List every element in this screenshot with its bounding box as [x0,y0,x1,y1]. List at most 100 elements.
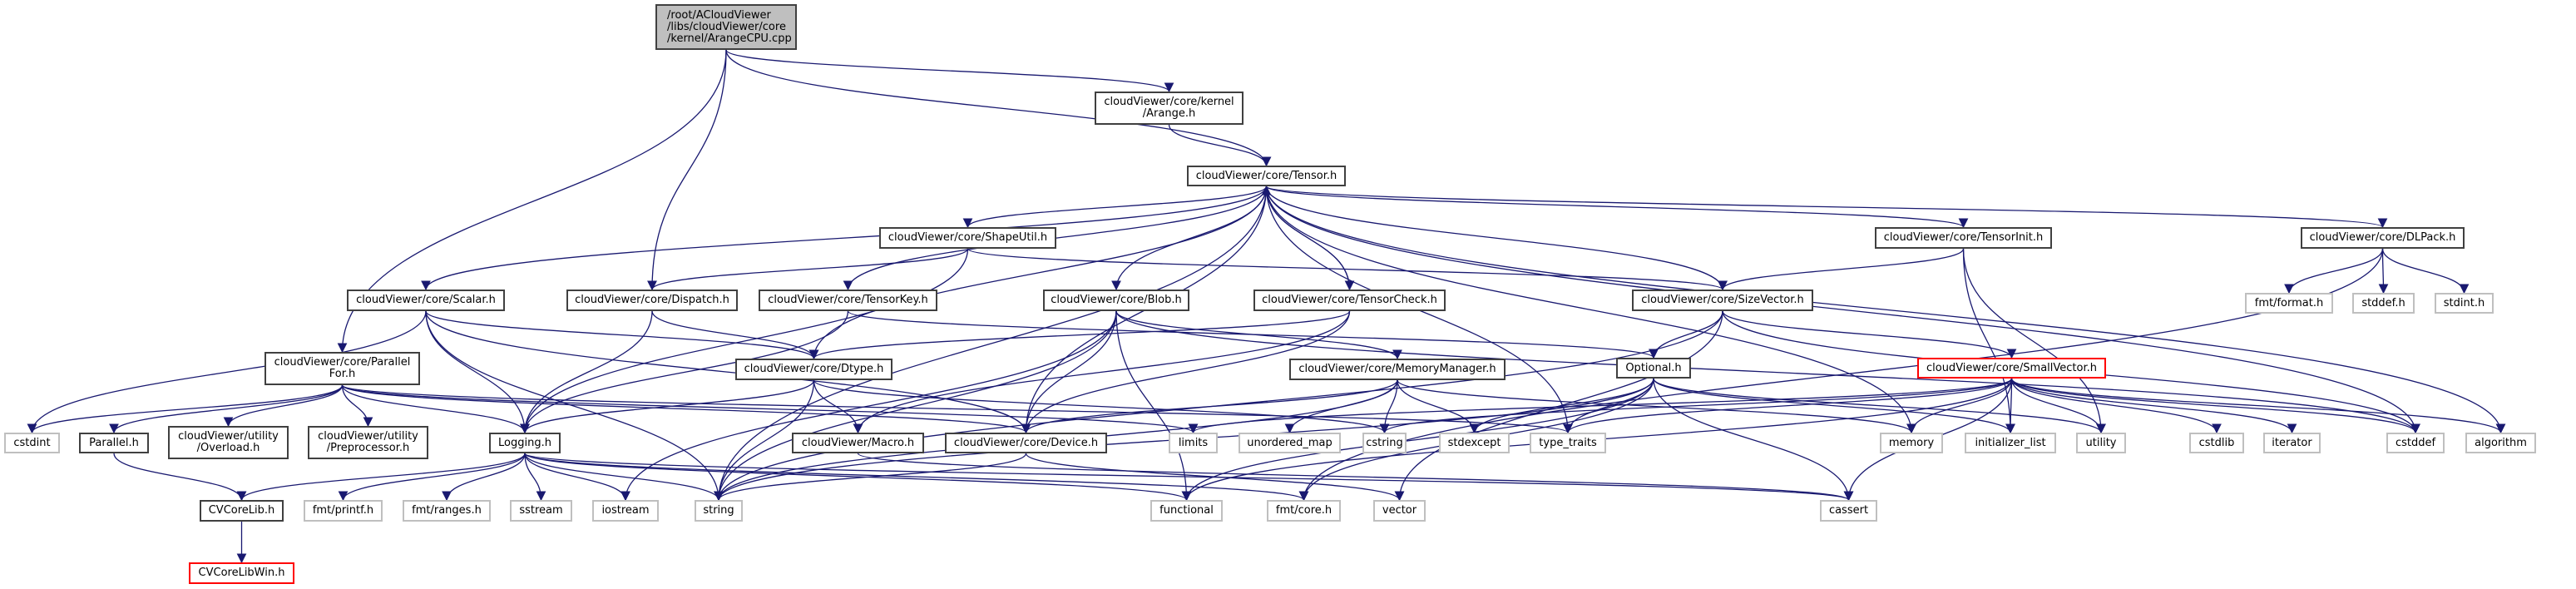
node-parallelfor-h[interactable]: cloudViewer/core/Parallel For.h [265,352,420,385]
node-dispatch-h[interactable]: cloudViewer/core/Dispatch.h [566,290,738,311]
node-initializer-list[interactable]: initializer_list [1965,433,2056,453]
node-fmt-printf-h[interactable]: fmt/printf.h [304,500,383,522]
node-utility[interactable]: utility [2076,433,2126,453]
edge-tensor_h-to-shapeutil_h [962,186,1268,229]
edge-dtype_h-to-logging_h [520,379,815,434]
node-memory[interactable]: memory [1880,433,1943,453]
edge-blob_h-to-string [714,310,1117,502]
edge-tensorcheck_h-to-tensor_h [1261,185,1351,290]
node-cstring[interactable]: cstring [1362,433,1407,453]
node-fmt-ranges-h[interactable]: fmt/ranges.h [403,500,491,522]
node-functional[interactable]: functional [1150,500,1223,522]
node-cvcorelib-h[interactable]: CVCoreLib.h [200,500,284,522]
edge-smallvector_h-to-initializer_list [2005,378,2015,434]
edge-smallvector_h-to-cstdlib [2010,378,2222,434]
node-vector[interactable]: vector [1373,500,1426,522]
edge-sizevector_h-to-smallvector_h [1722,310,2017,359]
node-logging-h[interactable]: Logging.h [489,433,561,453]
edge-scalar_h-to-string [425,310,724,502]
edge-tensor_h-to-string [714,186,1268,502]
edge-tensor_h-to-scalar_h [421,186,1268,291]
node-sizevector-h[interactable]: cloudViewer/core/SizeVector.h [1632,290,1813,311]
edge-parallelfor_h-to-device_h [341,384,1031,434]
edge-tensorkey_h-to-logging_h [520,310,849,434]
edge-dispatch_h-to-logging_h [520,310,653,434]
node-arangecpu[interactable]: /root/ACloudViewer /libs/cloudViewer/cor… [655,4,797,50]
edge-blob_h-to-functional [1115,310,1192,502]
edge-tensor_h-to-sizevector_h [1265,186,1728,291]
edge-logging_h-to-cvcorelib_h [236,453,526,502]
edge-blob_h-to-iostream [621,310,1117,502]
edge-smallvector_h-to-utility [2010,378,2106,434]
node-stdint-h[interactable]: stdint.h [2435,293,2494,314]
edge-smallvector_h-to-cstring [1379,378,2013,434]
node-fmt-core-h[interactable]: fmt/core.h [1267,500,1341,522]
edge-memorymanager_h-to-stdexcept [1397,379,1480,434]
node-scalar-h[interactable]: cloudViewer/core/Scalar.h [347,290,505,311]
edge-macro_h-to-cassert [857,453,1853,502]
node-shapeutil-h[interactable]: cloudViewer/core/ShapeUtil.h [879,227,1056,249]
edge-arange_h-to-tensor_h [1168,124,1272,167]
edge-optional_h-to-stdexcept [1469,378,1654,434]
node-device-h[interactable]: cloudViewer/core/Device.h [945,433,1107,453]
edge-parallelfor_h-to-parallel_h [109,384,344,434]
edge-device_h-to-vector [1025,453,1405,502]
node-smallvector-h[interactable]: cloudViewer/core/SmallVector.h [1917,358,2106,379]
edge-blob_h-to-device_h [1021,310,1117,434]
node-memorymanager-h[interactable]: cloudViewer/core/MemoryManager.h [1289,359,1506,380]
edge-dtype_h-to-cstring [813,379,1390,434]
edge-scalar_h-to-dtype_h [425,310,819,360]
edge-tensor_h-to-cstddef [1265,186,2420,434]
node-iterator[interactable]: iterator [2263,433,2321,453]
node-cassert[interactable]: cassert [1820,500,1877,522]
node-parallel-h[interactable]: Parallel.h [79,433,149,453]
edge-tensorinit_h-to-sizevector_h [1718,248,1965,291]
node-tensorkey-h[interactable]: cloudViewer/core/TensorKey.h [759,290,937,311]
edge-smallvector_h-to-limits [1188,378,2013,434]
node-tensorcheck-h[interactable]: cloudViewer/core/TensorCheck.h [1253,290,1446,311]
node-sstream[interactable]: sstream [510,500,572,522]
edge-tensor_h-to-memory [1265,186,1916,434]
edge-sizevector_h-to-optional_h [1649,310,1723,359]
node-unordered-map[interactable]: unordered_map [1239,433,1341,453]
edge-dtype_h-to-string [714,379,815,502]
edge-arangecpu-to-arange_h [725,49,1174,93]
edge-dlpack_h-to-stddef_h [2378,248,2389,294]
node-stdexcept[interactable]: stdexcept [1439,433,1510,453]
node-cvcorelibwin-h[interactable]: CVCoreLibWin.h [189,562,294,584]
edge-arangecpu-to-dispatch_h [647,49,727,291]
edge-smallvector_h-to-type_traits [1563,378,2013,434]
node-fmt-format-h[interactable]: fmt/format.h [2245,293,2333,314]
edge-smallvector_h-to-algorithm [2010,378,2506,434]
edge-logging_h-to-cassert [524,453,1853,502]
node-macro-h[interactable]: cloudViewer/Macro.h [792,433,924,453]
edge-shapeutil_h-to-sizevector_h [967,248,1728,291]
node-algorithm[interactable]: algorithm [2465,433,2536,453]
node-preprocessor-h[interactable]: cloudViewer/utility /Preprocessor.h [308,426,428,459]
node-iostream[interactable]: iostream [592,500,659,522]
edge-smallvector_h-to-cstddef [2010,378,2420,434]
edge-tensorcheck_h-to-macro_h [853,310,1351,434]
node-optional-h[interactable]: Optional.h [1616,358,1691,379]
node-tensorinit-h[interactable]: cloudViewer/core/TensorInit.h [1875,227,2052,249]
node-dtype-h[interactable]: cloudViewer/core/Dtype.h [735,359,892,380]
edge-logging_h-to-iostream [524,453,630,502]
node-tensor-h[interactable]: cloudViewer/core/Tensor.h [1187,166,1346,186]
node-blob-h[interactable]: cloudViewer/core/Blob.h [1043,290,1189,311]
node-type-traits[interactable]: type_traits [1530,433,1606,453]
node-stddef-h[interactable]: stddef.h [2352,293,2415,314]
edge-tensor_h-to-tensorkey_h [843,186,1268,291]
edge-dtype_h-to-macro_h [813,379,863,434]
node-string[interactable]: string [695,500,743,522]
edge-scalar_h-to-cstdint [27,310,427,434]
node-cstdint[interactable]: cstdint [4,433,60,453]
node-limits[interactable]: limits [1169,433,1218,453]
edge-dlpack_h-to-fmt_format_h [2284,248,2384,294]
node-arange-h[interactable]: cloudViewer/core/kernel /Arange.h [1095,92,1244,125]
edge-tensor_h-to-tensorinit_h [1265,186,1968,229]
edge-tensorinit_h-to-utility [1962,248,2106,434]
node-overload-h[interactable]: cloudViewer/utility /Overload.h [168,426,289,459]
node-cstddef[interactable]: cstddef [2386,433,2445,453]
node-cstdlib[interactable]: cstdlib [2189,433,2244,453]
node-dlpack-h[interactable]: cloudViewer/core/DLPack.h [2301,227,2465,249]
